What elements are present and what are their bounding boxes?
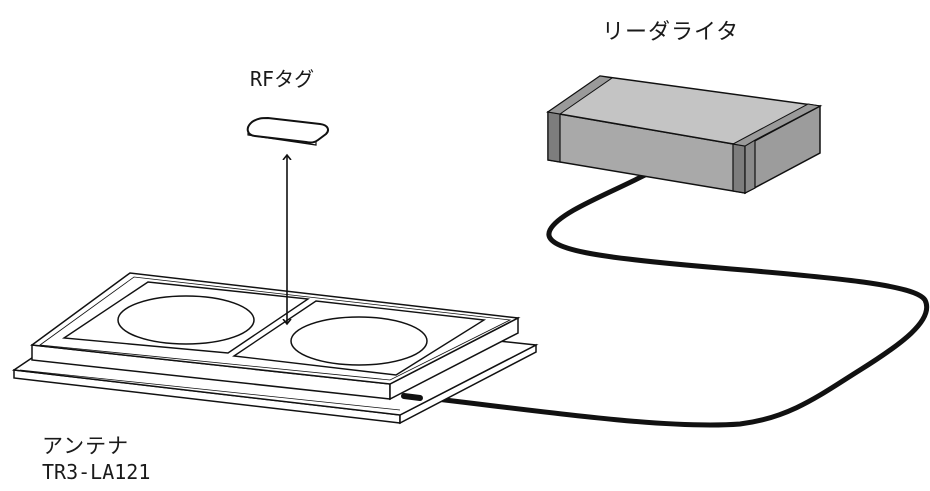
reader-cable [407,162,930,428]
antenna-cable-connector [401,393,423,401]
rf-tag-label: RFタグ [250,67,315,91]
rf-tag-top [246,116,329,144]
reader-writer-label: リーダライタ [602,20,740,45]
antenna-coil-right [290,316,428,366]
reader-writer-device [546,75,823,195]
antenna-model-label: TR3-LA121 [42,460,151,484]
antenna-body [30,272,521,401]
reader-end-cap-right [732,143,746,194]
rf-tag [246,116,329,146]
antenna-coil-left [117,295,255,345]
reader-end-cap-left [547,111,561,163]
antenna-name-label: アンテナ [42,434,130,458]
